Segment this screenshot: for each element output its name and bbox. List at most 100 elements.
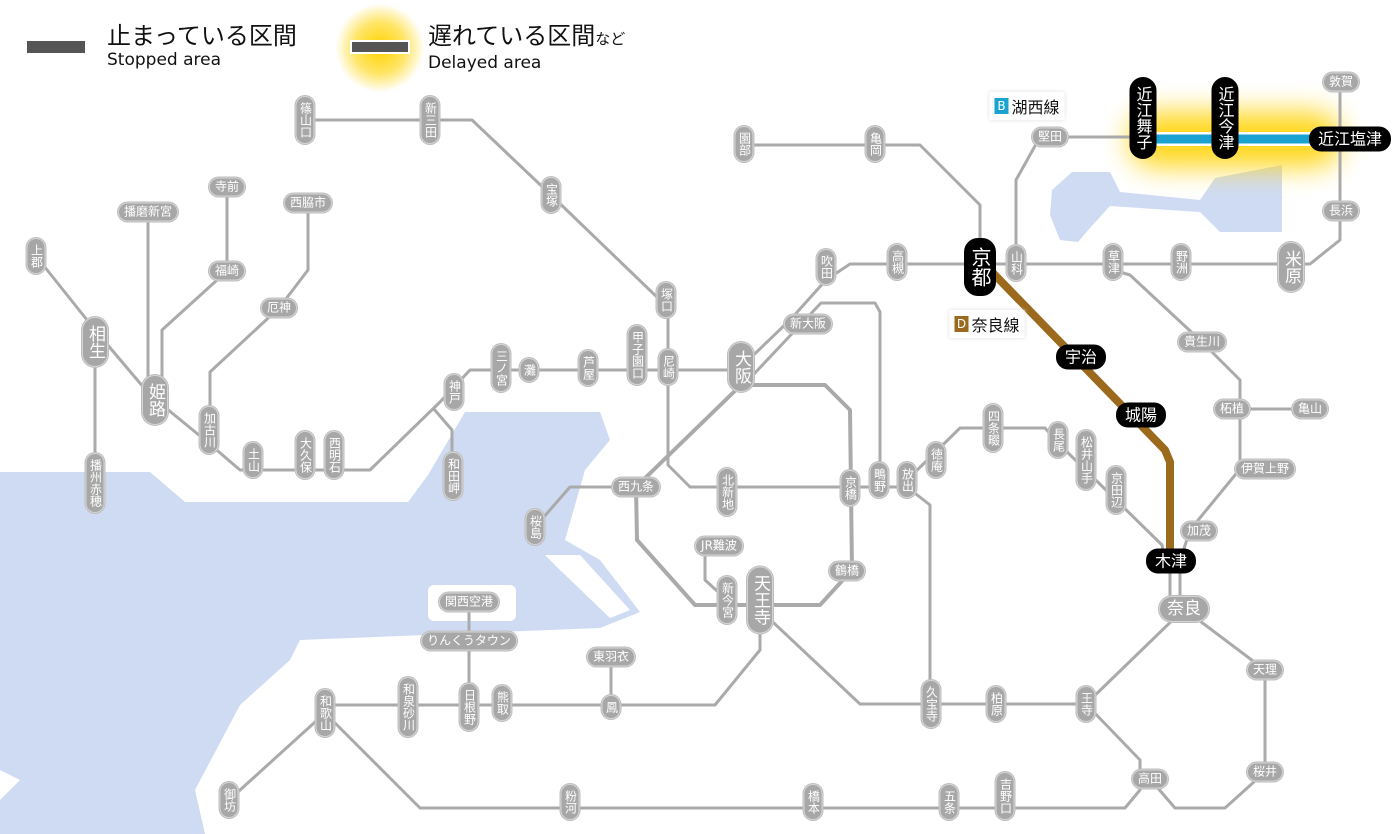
station-47[interactable]: 亀山: [1291, 399, 1329, 419]
station-15[interactable]: 西明石: [324, 431, 344, 479]
station-55[interactable]: 柏原: [986, 686, 1006, 722]
line-gakkentoshi: [905, 426, 1167, 562]
station-51[interactable]: 天理: [1246, 660, 1284, 680]
station-36[interactable]: 近江塩津: [1308, 126, 1392, 152]
station-65[interactable]: 熊取: [492, 685, 512, 721]
station-46[interactable]: 柘植: [1213, 399, 1251, 419]
station-32[interactable]: 山科: [1006, 245, 1026, 281]
station-4[interactable]: 寺前: [208, 177, 246, 197]
station-82[interactable]: 北新地: [717, 468, 737, 516]
delayed-legend-en: Delayed area: [428, 53, 542, 73]
station-72[interactable]: JR難波: [695, 536, 743, 556]
station-77[interactable]: 徳庵: [926, 442, 946, 478]
station-30[interactable]: 亀岡: [865, 126, 885, 162]
station-29[interactable]: 園部: [734, 126, 754, 162]
station-83[interactable]: 西九条: [611, 477, 661, 497]
station-68[interactable]: りんくうタウン: [421, 631, 517, 651]
station-56[interactable]: 久宝寺: [921, 680, 941, 728]
station-74[interactable]: 京橋: [840, 470, 860, 506]
station-24[interactable]: 大阪: [728, 342, 754, 392]
line-label-nara[interactable]: D 奈良線: [949, 310, 1025, 338]
station-69[interactable]: 関西空港: [438, 592, 500, 612]
line-sagano: [744, 143, 982, 240]
station-38[interactable]: 長浜: [1322, 201, 1360, 221]
station-11[interactable]: 姫路: [142, 375, 168, 425]
station-70[interactable]: 天王寺: [747, 566, 773, 634]
station-63[interactable]: 和泉砂川: [398, 677, 418, 737]
station-64[interactable]: 日根野: [459, 683, 479, 731]
station-37[interactable]: 敦賀: [1322, 72, 1360, 92]
station-61[interactable]: 和歌山: [315, 689, 335, 737]
station-78[interactable]: 四条畷: [983, 404, 1003, 452]
stopped-legend-jp: 止まっている区間: [107, 22, 297, 50]
station-73[interactable]: 鶴橋: [828, 561, 866, 581]
station-6[interactable]: 西脇市: [283, 193, 333, 213]
station-84[interactable]: 桜島: [525, 509, 545, 545]
lake-biwa: [1050, 165, 1282, 242]
station-18[interactable]: 播州赤穂: [85, 453, 105, 513]
station-28[interactable]: 高槻: [887, 244, 907, 280]
station-39[interactable]: 米原: [1278, 242, 1304, 292]
line-label-kosei[interactable]: B 湖西線: [989, 92, 1065, 120]
station-75[interactable]: 鴫野: [869, 462, 889, 498]
station-45[interactable]: 貴生川: [1177, 332, 1227, 352]
station-58[interactable]: 五条: [939, 784, 959, 820]
station-48[interactable]: 伊賀上野: [1234, 459, 1296, 479]
station-25[interactable]: 新大阪: [783, 314, 833, 334]
stopped-legend-swatch: [27, 41, 85, 53]
station-16[interactable]: 神戸: [444, 374, 464, 410]
station-2[interactable]: 新三田: [420, 96, 440, 144]
line-fukuchiyama: [305, 118, 670, 367]
station-79[interactable]: 長尾: [1048, 422, 1068, 458]
line-kosei-south: [1014, 135, 1140, 264]
station-81[interactable]: 京田辺: [1106, 466, 1126, 514]
water: [0, 165, 1282, 834]
station-13[interactable]: 土山: [243, 442, 263, 478]
station-44[interactable]: 木津: [1145, 548, 1197, 574]
station-5[interactable]: 播磨新宮: [117, 202, 179, 222]
station-71[interactable]: 新今宮: [717, 576, 737, 624]
station-3[interactable]: 宝塚: [541, 177, 561, 213]
station-7[interactable]: 上郡: [26, 238, 46, 274]
station-49[interactable]: 加茂: [1180, 521, 1218, 541]
station-42[interactable]: 宇治: [1055, 344, 1107, 370]
station-14[interactable]: 大久保: [295, 431, 315, 479]
station-40[interactable]: 草津: [1103, 244, 1123, 280]
station-27[interactable]: 吹田: [816, 249, 836, 285]
station-66[interactable]: 鳳: [601, 695, 621, 719]
station-80[interactable]: 松井山手: [1076, 430, 1096, 490]
station-62[interactable]: 御坊: [219, 782, 239, 818]
station-9[interactable]: 厄神: [260, 298, 298, 318]
station-41[interactable]: 野洲: [1171, 244, 1191, 280]
station-1[interactable]: 篠山口: [295, 96, 315, 144]
station-54[interactable]: 王寺: [1076, 686, 1096, 722]
station-57[interactable]: 吉野口: [995, 772, 1015, 820]
station-67[interactable]: 東羽衣: [586, 647, 636, 667]
stopped-legend: 止まっている区間 Stopped area: [107, 22, 297, 70]
line-tozai: [666, 367, 907, 489]
station-60[interactable]: 粉河: [560, 784, 580, 820]
station-52[interactable]: 桜井: [1246, 762, 1284, 782]
station-33[interactable]: 堅田: [1031, 127, 1069, 147]
delayed-legend: 遅れている区間など Delayed area: [428, 22, 625, 73]
station-8[interactable]: 福崎: [208, 261, 246, 281]
station-35[interactable]: 近江今津: [1211, 77, 1239, 159]
station-21[interactable]: 芦屋: [578, 350, 598, 386]
delayed-legend-jp: 遅れている区間: [428, 22, 596, 50]
station-34[interactable]: 近江舞子: [1129, 77, 1157, 159]
line-bantan: [160, 187, 229, 395]
station-19[interactable]: 三ノ宮: [491, 344, 511, 392]
station-53[interactable]: 高田: [1131, 769, 1169, 789]
station-17[interactable]: 和田岬: [443, 452, 463, 500]
station-76[interactable]: 放出: [897, 462, 917, 498]
station-12[interactable]: 加古川: [199, 406, 219, 454]
station-43[interactable]: 城陽: [1115, 402, 1167, 428]
station-10[interactable]: 相生: [82, 317, 108, 367]
station-31[interactable]: 京都: [964, 238, 996, 296]
station-22[interactable]: 甲子園口: [627, 325, 647, 385]
station-50[interactable]: 奈良: [1159, 596, 1209, 622]
station-23[interactable]: 尼崎: [658, 349, 678, 385]
station-59[interactable]: 橋本: [803, 784, 823, 820]
station-20[interactable]: 灘: [519, 358, 539, 382]
station-26[interactable]: 塚口: [656, 282, 676, 318]
